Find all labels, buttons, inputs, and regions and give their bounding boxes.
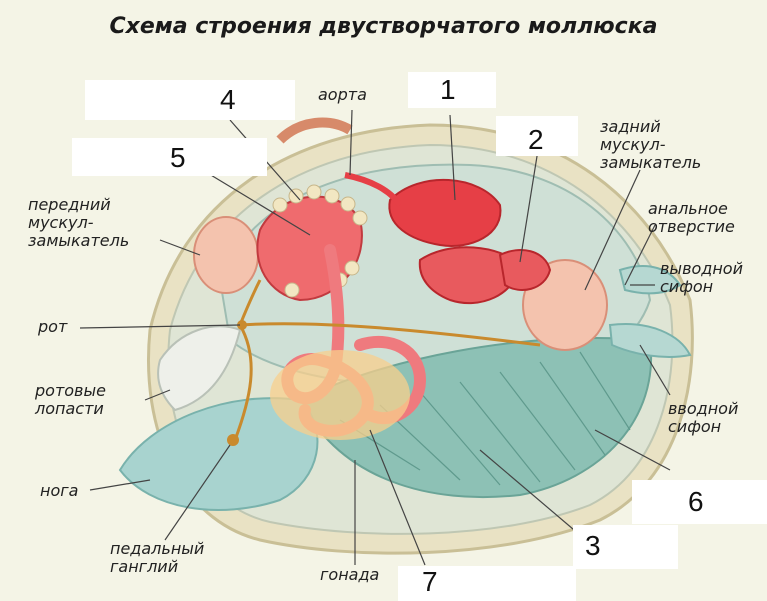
number-2: 2 [528,124,544,156]
gonad [270,350,410,440]
label-pedal-ganglion: педальный ганглий [110,540,204,576]
label-gonad: гонада [320,566,379,584]
posterior-organ [500,250,550,290]
number-7: 7 [422,566,438,598]
anterior-adductor [194,217,258,293]
label-inhalant-siphon: вводной сифон [668,400,738,436]
number-6: 6 [688,486,704,518]
label-mouth: рот [38,318,67,336]
label-foot: нога [40,482,78,500]
label-posterior-adductor: задний мускул- замыкатель [600,118,701,172]
diagram-title: Схема строения двустворчатого моллюска [0,14,767,39]
answer-box-4[interactable] [85,80,295,120]
label-aorta: аорта [318,86,367,104]
pedal-ganglion [227,434,239,446]
number-5: 5 [170,142,186,174]
label-anterior-adductor: передний мускул- замыкатель [28,196,129,250]
label-exhalant-siphon: выводной сифон [660,260,743,296]
number-4: 4 [220,84,236,116]
number-3: 3 [585,530,601,562]
number-1: 1 [440,74,456,106]
label-oral-lobes: ротовые лопасти [35,382,106,418]
label-anal-opening: анальное отверстие [648,200,735,236]
